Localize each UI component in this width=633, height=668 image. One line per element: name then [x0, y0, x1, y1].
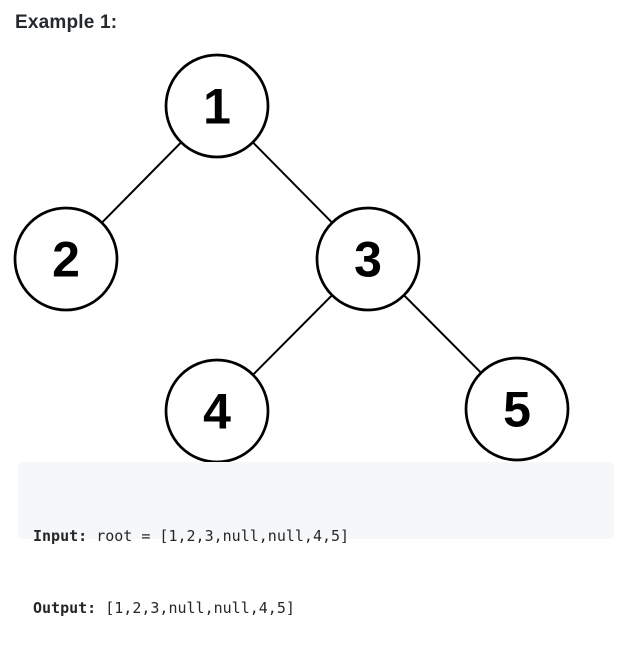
- input-value: root = [1,2,3,null,null,4,5]: [87, 527, 350, 545]
- example-io-block: Input: root = [1,2,3,null,null,4,5] Outp…: [18, 462, 614, 617]
- input-line: Input: root = [1,2,3,null,null,4,5]: [33, 524, 599, 548]
- output-line: Output: [1,2,3,null,null,4,5]: [33, 596, 599, 620]
- tree-node-label-1: 1: [203, 79, 231, 135]
- binary-tree-diagram: 1 2 3 4 5: [13, 53, 570, 462]
- tree-node-label-4: 4: [203, 384, 231, 440]
- tree-node-label-2: 2: [52, 232, 80, 288]
- tree-node-label-5: 5: [503, 382, 531, 438]
- tree-node-3: [315, 206, 421, 312]
- output-label: Output:: [33, 599, 97, 617]
- tree-node-4: [164, 358, 270, 462]
- output-value: [1,2,3,null,null,4,5]: [96, 599, 295, 617]
- tree-node-label-3: 3: [354, 232, 382, 288]
- example-heading: Example 1:: [15, 12, 118, 33]
- tree-node-5: [464, 356, 570, 462]
- tree-node-1: [164, 53, 270, 159]
- tree-node-2: [13, 206, 119, 312]
- input-label: Input:: [33, 527, 88, 545]
